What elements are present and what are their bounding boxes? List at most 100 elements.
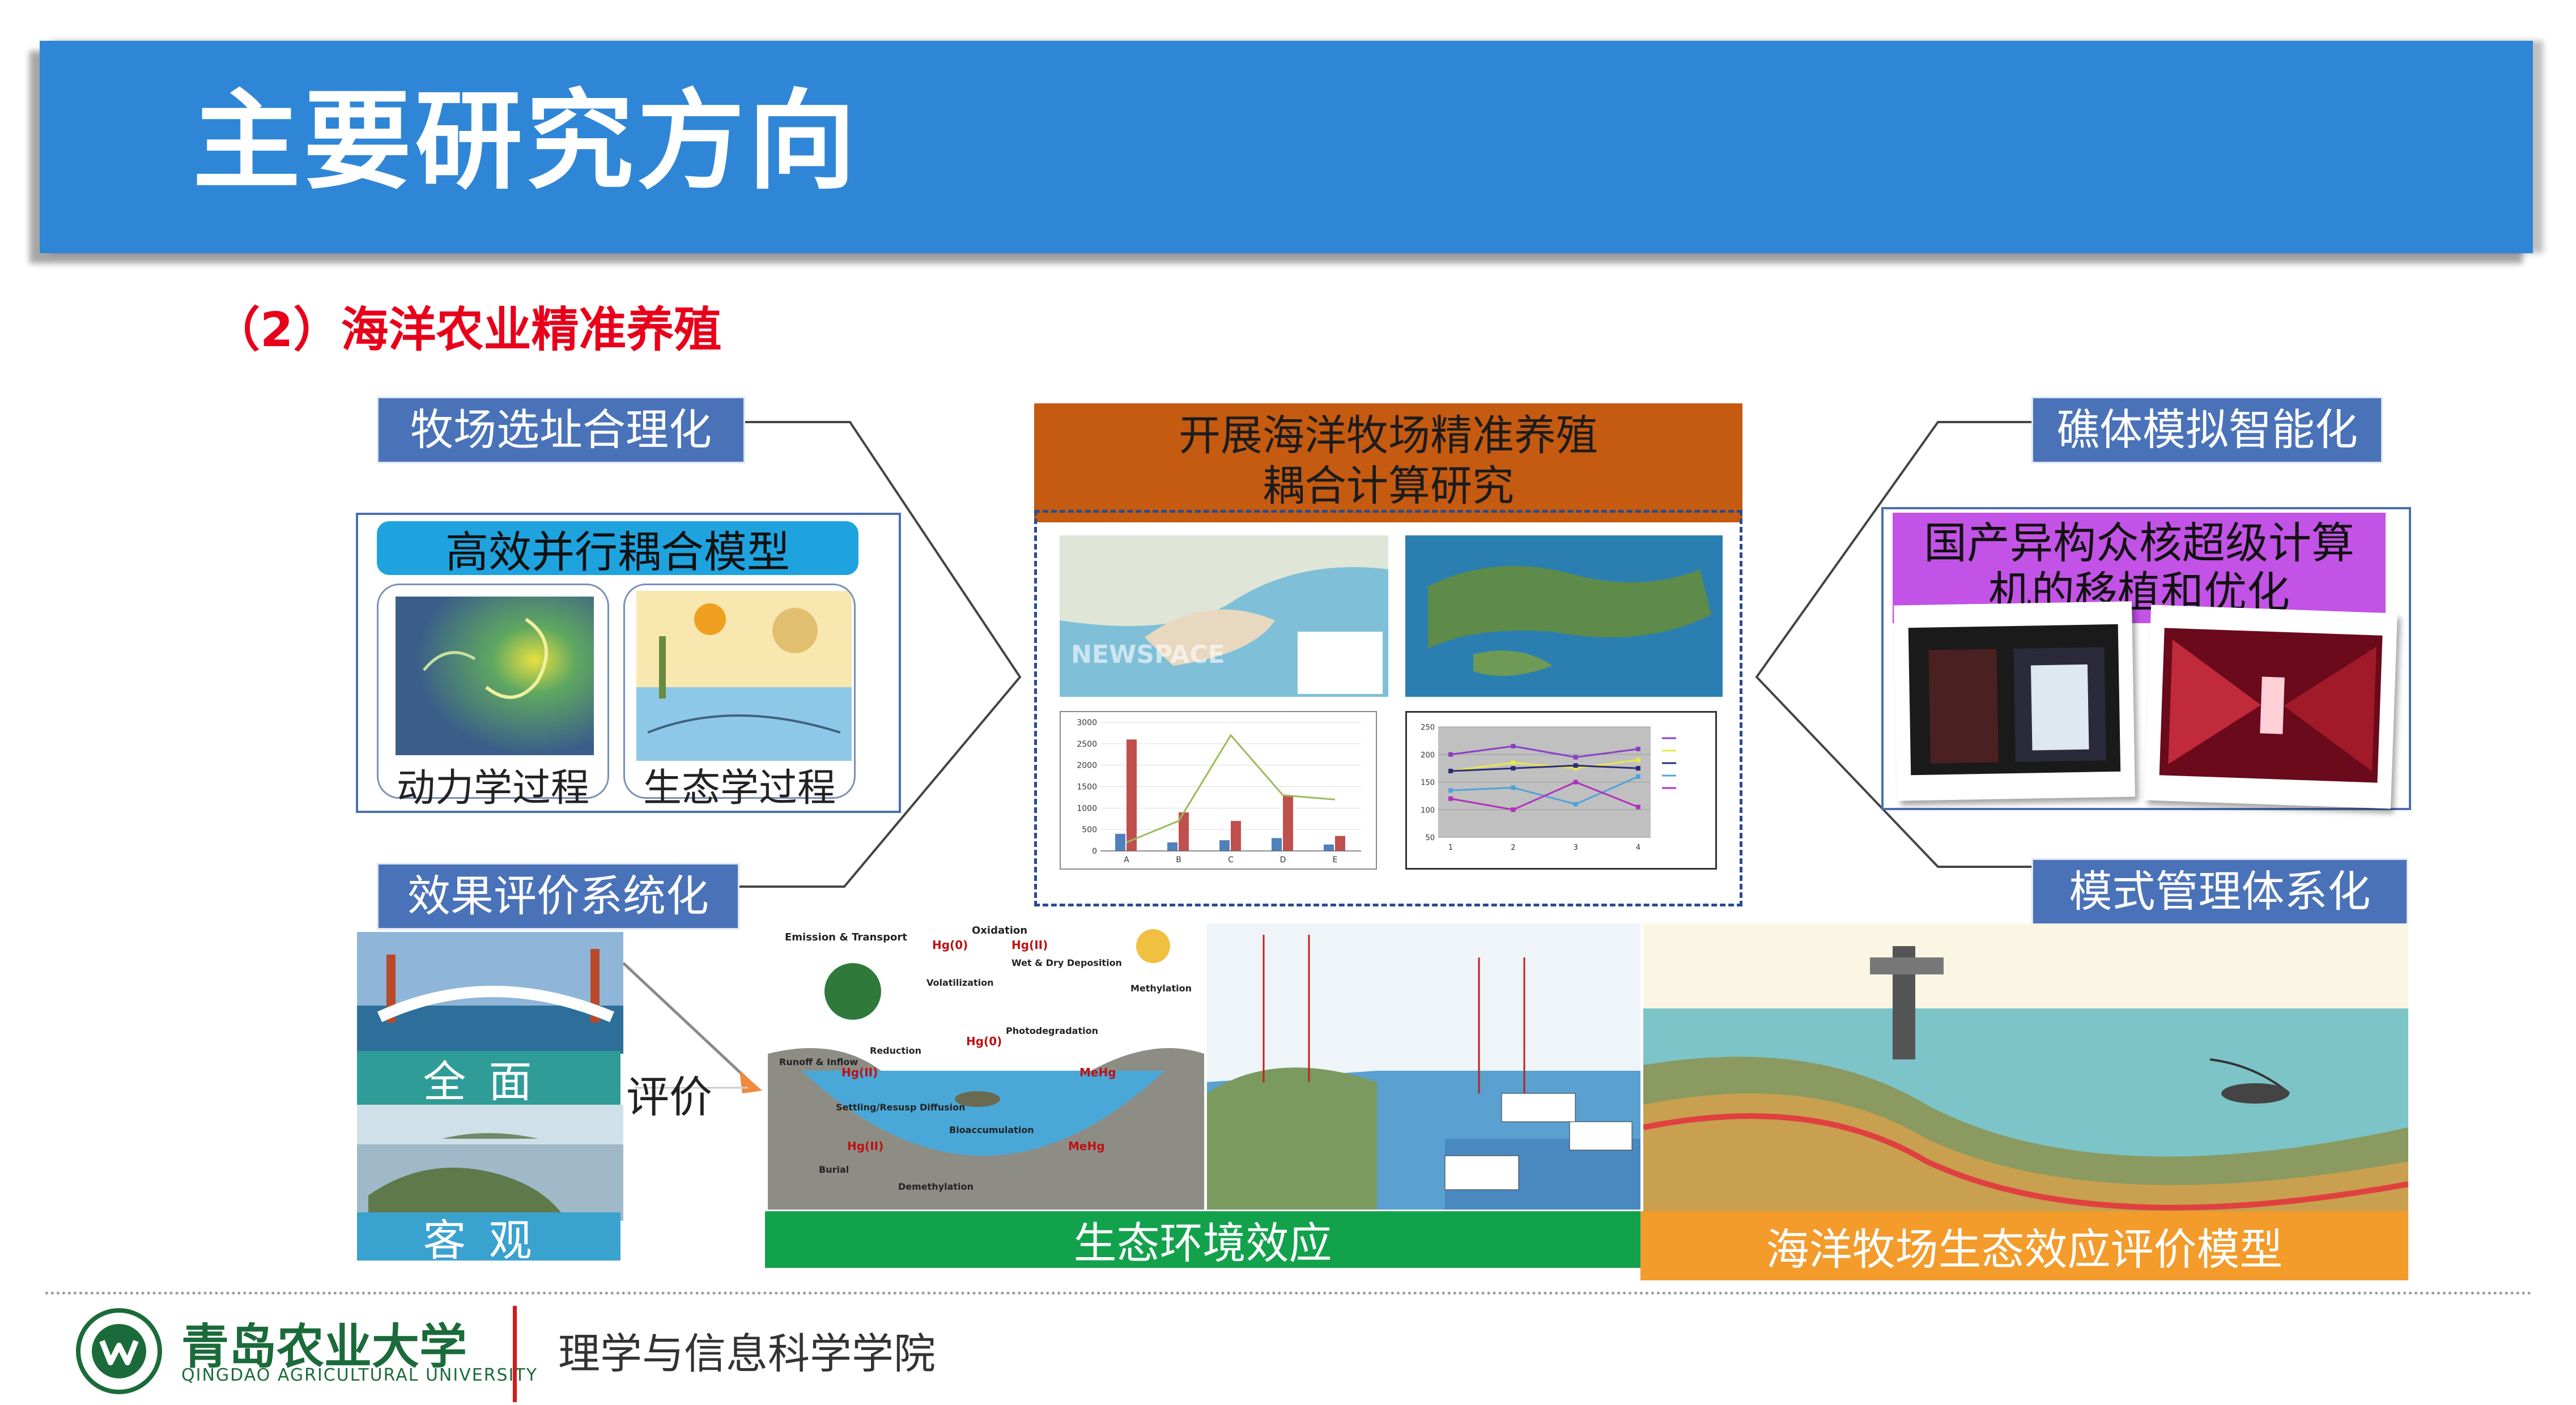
diagram-label-hgii-water: Hg(II) xyxy=(841,1066,878,1079)
chart1-xtick: C xyxy=(1228,855,1234,865)
weather-map-image xyxy=(396,597,594,755)
ranch-eco-evaluation-model-label: 海洋牧场生态效应评价模型 xyxy=(1640,1211,2408,1280)
chart2-line xyxy=(1450,764,1639,772)
supercomputer-photo-2 xyxy=(2144,604,2398,809)
footer-red-bar xyxy=(513,1306,517,1402)
footer-divider xyxy=(45,1292,2533,1295)
island-aerial-image xyxy=(1405,535,1723,697)
page-title: 主要研究方向 xyxy=(193,79,860,204)
diagram-label-hgii-sediment: Hg(II) xyxy=(847,1139,883,1153)
chart1-ytick: 500 xyxy=(1082,825,1097,835)
dynamics-caption: 动力学过程 xyxy=(397,766,590,811)
ranch-plan-map-image: NEWSPACE xyxy=(1060,535,1388,697)
diagram-label-methylation: Methylation xyxy=(1130,983,1192,994)
school-name: 理学与信息科学学院 xyxy=(558,1330,936,1378)
comprehensive-caption: 全面 xyxy=(357,1051,620,1107)
chart2-point xyxy=(1635,774,1640,779)
chart1-ytick: 0 xyxy=(1092,847,1097,856)
chart2-point xyxy=(1448,752,1453,757)
chart2-line xyxy=(1450,745,1639,759)
chart2-xtick: 3 xyxy=(1574,844,1578,852)
ecosystem-diagram-image xyxy=(636,591,852,761)
chart2-point xyxy=(1573,766,1578,771)
objective-caption: 客观 xyxy=(357,1212,620,1266)
chart2-point xyxy=(1635,747,1640,751)
ocean-ranch-svg xyxy=(1643,923,2408,1212)
section-subtitle: （2）海洋农业精准养殖 xyxy=(212,302,722,357)
chart1-bar xyxy=(1324,844,1334,851)
chart1-bar xyxy=(1179,812,1189,851)
island-photo-image xyxy=(357,1105,623,1221)
chart1-xtick: E xyxy=(1333,855,1338,865)
chart2-ytick: 100 xyxy=(1421,806,1435,815)
dynamics-process-card xyxy=(377,584,609,799)
mercury-cycle-svg: Emission & Transport Oxidation Hg(0) Hg(… xyxy=(768,923,1204,1210)
chart1-xtick: B xyxy=(1176,855,1181,865)
model-management-label: 模式管理体系化 xyxy=(2031,858,2408,925)
chart2-xtick: 2 xyxy=(1511,844,1515,852)
chart1-bar xyxy=(1283,795,1293,851)
chart1-ytick: 1000 xyxy=(1077,804,1097,813)
chart2-point xyxy=(1573,780,1578,785)
diagram-label-reduction: Reduction xyxy=(870,1045,921,1056)
diagram-label-hgii-top: Hg(II) xyxy=(1011,938,1048,952)
diagram-label-deposition: Wet & Dry Deposition xyxy=(1011,957,1122,968)
island-photo xyxy=(357,1105,623,1221)
center-heading: 开展海洋牧场精准养殖 耦合计算研究 xyxy=(1034,411,1742,512)
chart2-point xyxy=(1635,804,1640,810)
chart1-ytick: 3000 xyxy=(1077,718,1097,727)
chart1-bar xyxy=(1231,821,1241,851)
chart2-point xyxy=(1511,785,1516,790)
chart2-point xyxy=(1635,757,1640,763)
chart1-xtick: D xyxy=(1280,855,1286,865)
carbon-flux-svg xyxy=(1207,923,1640,1210)
coupled-model-label: 高效并行耦合模型 xyxy=(377,521,858,577)
chart2-point xyxy=(1448,788,1453,793)
diagram-label-bioaccumulation: Bioaccumulation xyxy=(949,1125,1034,1135)
diagram-label-runoff: Runoff & Inflow xyxy=(779,1057,858,1067)
diagram-label-hg0-water: Hg(0) xyxy=(966,1034,1002,1048)
chart2-xtick: 1 xyxy=(1448,844,1453,852)
chart1-xtick: A xyxy=(1124,855,1129,865)
chart2-xtick: 4 xyxy=(1636,844,1640,852)
chart2-point xyxy=(1635,766,1640,771)
diagram-label-settling: Settling/Resusp Diffusion xyxy=(836,1102,965,1113)
center-dashed-panel xyxy=(1034,510,1742,906)
chart2-point xyxy=(1511,744,1516,749)
chart2-point xyxy=(1511,807,1516,812)
chart2-ytick: 200 xyxy=(1421,751,1435,760)
diagram-label-mehg-water: MeHg xyxy=(1079,1066,1116,1079)
chart1-bar xyxy=(1219,840,1230,851)
pier-photo xyxy=(357,932,623,1054)
chart2-ytick: 250 xyxy=(1421,723,1435,732)
ecology-caption: 生态学过程 xyxy=(643,766,836,811)
evaluation-system-label: 效果评价系统化 xyxy=(377,863,739,930)
chart2-point xyxy=(1573,755,1578,760)
diagram-label-emission: Emission & Transport xyxy=(785,931,907,943)
center-heading-box xyxy=(1034,403,1742,522)
chart2-point xyxy=(1573,763,1578,768)
diagram-label-photodegradation: Photodegradation xyxy=(1006,1025,1098,1036)
chart2-point xyxy=(1511,766,1516,771)
ecology-process-card xyxy=(623,584,856,799)
evaluation-arrow-label: 评价 xyxy=(626,1072,712,1122)
chart1-ytick: 2000 xyxy=(1077,761,1097,770)
eco-environment-effect-label: 生态环境效应 xyxy=(765,1211,1640,1268)
site-selection-label: 牧场选址合理化 xyxy=(377,397,745,463)
chart1-bar xyxy=(1167,842,1178,851)
university-name-cn: 青岛农业大学 xyxy=(181,1318,467,1374)
university-logo xyxy=(68,1306,170,1397)
diagram-label-oxidation: Oxidation xyxy=(972,925,1027,936)
chart1-bar xyxy=(1335,836,1345,851)
server-room-image-2 xyxy=(2159,628,2383,783)
diagram-label-burial: Burial xyxy=(819,1164,849,1175)
chart1-ytick: 1500 xyxy=(1077,783,1097,792)
supercomputer-label: 国产异构众核超级计算机的移植和优化 xyxy=(1893,513,2386,623)
center-heading-line2: 耦合计算研究 xyxy=(1263,461,1514,510)
chart1-line xyxy=(1126,734,1336,844)
